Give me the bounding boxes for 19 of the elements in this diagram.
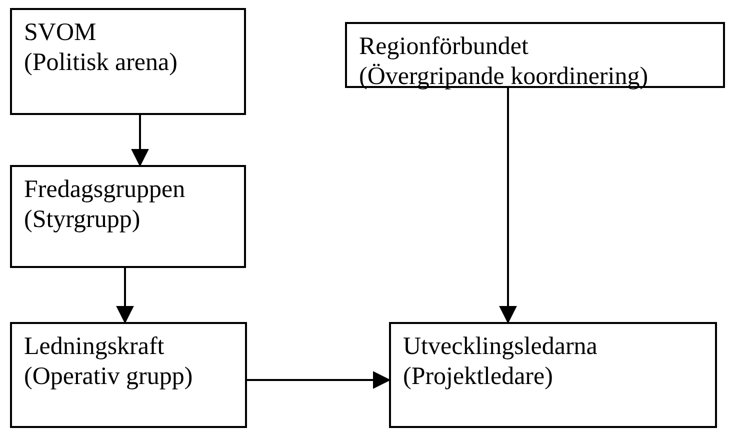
box-title: SVOM	[24, 18, 98, 48]
box-subtitle: (Politisk arena)	[24, 48, 178, 78]
arrow	[247, 371, 391, 389]
process-box	[10, 8, 246, 115]
arrow	[499, 88, 517, 324]
process-box	[389, 322, 717, 428]
process-box	[345, 22, 725, 88]
process-box	[10, 165, 246, 268]
arrow	[131, 115, 149, 167]
box-subtitle: (Övergripande koordinering)	[359, 62, 650, 92]
process-box	[10, 322, 247, 428]
box-title: Regionförbundet	[359, 32, 530, 62]
box-title: Utvecklingsledarna	[403, 332, 598, 362]
box-title: Fredagsgruppen	[24, 175, 186, 205]
arrow	[116, 268, 134, 324]
box-subtitle: (Styrgrupp)	[24, 205, 142, 235]
box-subtitle: (Projektledare)	[403, 362, 554, 392]
box-subtitle: (Operativ grupp)	[24, 362, 194, 392]
box-title: Ledningskraft	[24, 332, 166, 362]
